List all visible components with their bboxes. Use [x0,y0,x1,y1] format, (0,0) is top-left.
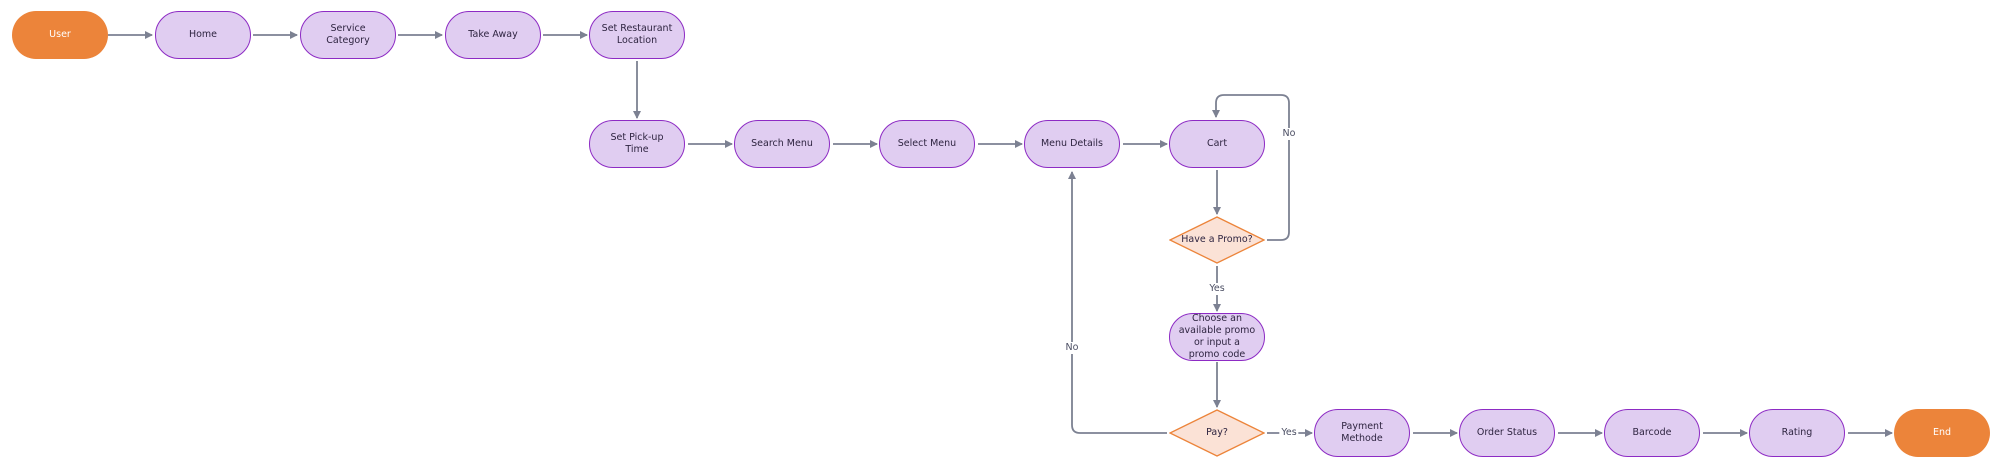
node-select-menu[interactable]: Select Menu [879,120,975,168]
edge-label-promo-yes: Yes [1207,283,1227,295]
node-rating[interactable]: Rating [1749,409,1845,457]
decision-diamond-shape [1169,216,1265,264]
node-pay[interactable]: Pay? [1169,409,1265,457]
node-pay-label: Pay? [1206,427,1228,438]
edge-have-promo-no-cart [1212,94,1290,241]
node-choose-promo[interactable]: Choose an available promo or input a pro… [1169,313,1265,361]
node-barcode[interactable]: Barcode [1604,409,1700,457]
edge-label-pay-yes: Yes [1279,427,1299,439]
node-service-category[interactable]: Service Category [300,11,396,59]
edge-pay-no-menu-details [1068,171,1167,434]
node-have-promo-label: Have a Promo? [1181,234,1253,245]
node-set-pickup-time[interactable]: Set Pick-up Time [589,120,685,168]
node-have-promo[interactable]: Have a Promo? [1169,216,1265,264]
node-set-restaurant-location[interactable]: Set Restaurant Location [589,11,685,59]
node-user[interactable]: User [12,11,108,59]
edge-label-pay-no: No [1063,342,1081,354]
node-home[interactable]: Home [155,11,251,59]
node-order-status[interactable]: Order Status [1459,409,1555,457]
node-cart[interactable]: Cart [1169,120,1265,168]
decision-diamond-shape [1169,409,1265,457]
node-search-menu[interactable]: Search Menu [734,120,830,168]
edge-label-promo-no: No [1280,128,1298,140]
node-end[interactable]: End [1894,409,1990,457]
node-payment-methode[interactable]: Payment Methode [1314,409,1410,457]
node-menu-details[interactable]: Menu Details [1024,120,1120,168]
node-take-away[interactable]: Take Away [445,11,541,59]
